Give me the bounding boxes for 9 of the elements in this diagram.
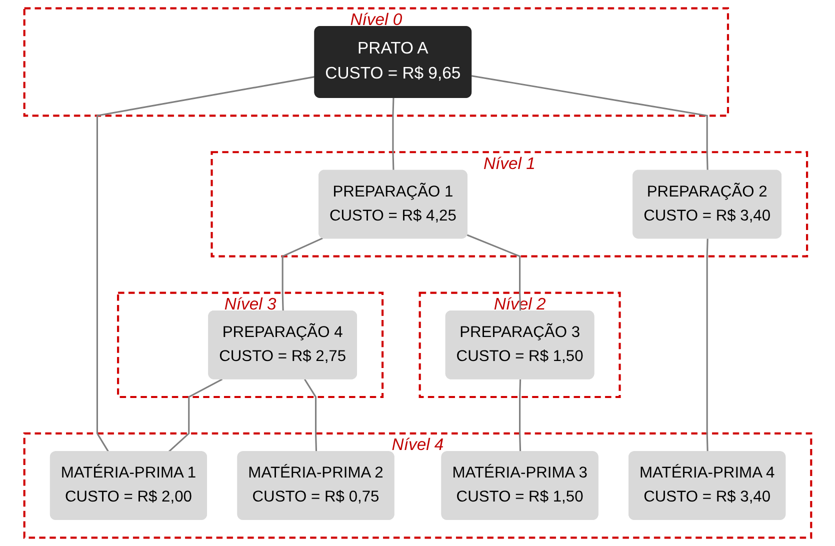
connector	[392, 98, 394, 171]
connector	[96, 76, 316, 453]
connector	[304, 378, 317, 452]
connector	[706, 238, 708, 452]
connector	[518, 379, 521, 452]
connector	[466, 234, 521, 312]
connector	[471, 75, 708, 171]
connector	[282, 237, 323, 312]
connector	[167, 378, 222, 453]
